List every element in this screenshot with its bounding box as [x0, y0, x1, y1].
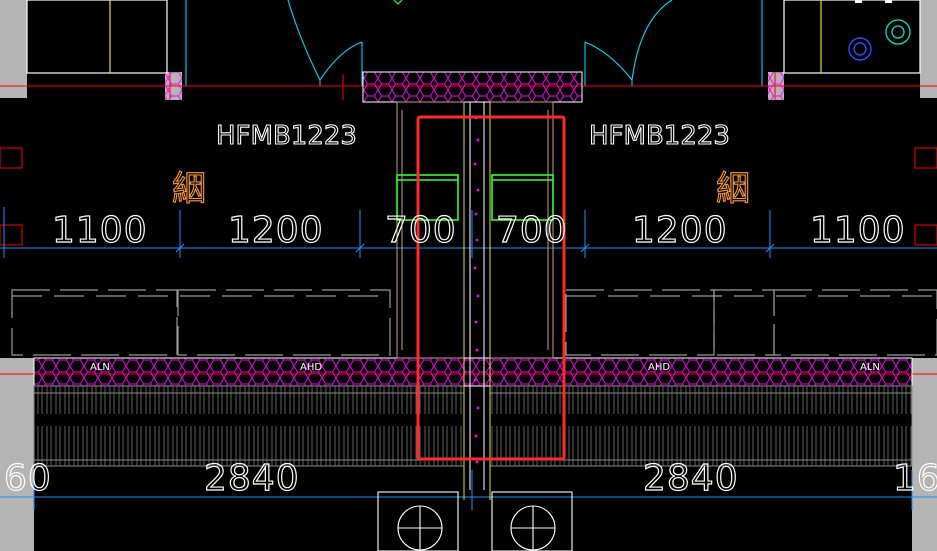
upper-room-outlines: [26, 0, 921, 74]
green-window-frames: [396, 174, 554, 221]
dimension-700-left: 700: [385, 210, 457, 251]
dimension-2840-left: 2840: [204, 458, 300, 499]
fixture-symbols: [848, 0, 911, 61]
wall-insulation-band: [33, 357, 913, 387]
north-pointer-icon: [393, 0, 403, 5]
radiator-panels: [33, 385, 913, 467]
dimension-line-bottom: [0, 470, 937, 510]
top-insulation-hatch: [165, 71, 784, 103]
central-shaft: [396, 101, 554, 500]
dimension-1100-right: 1100: [810, 210, 906, 251]
wall-tag-2: AHD: [300, 362, 322, 373]
bottom-fixtures: [377, 491, 573, 551]
orange-mark-left: 絪: [172, 169, 206, 209]
dimension-partial-left: 60: [4, 458, 52, 499]
dimension-line-top: [0, 207, 937, 258]
dimension-1100-left: 1100: [52, 210, 148, 251]
orange-mark-right: 絪: [716, 169, 750, 209]
wall-tag-1: ALN: [90, 362, 110, 373]
door-swings: [185, 0, 763, 86]
wall-tag-4: ALN: [860, 362, 880, 373]
door-label-right: HFMB1223: [589, 121, 730, 151]
selection-box[interactable]: [416, 115, 566, 461]
dimension-2840-right: 2840: [643, 458, 739, 499]
dimension-1200-right: 1200: [632, 210, 728, 251]
dimension-1200-left: 1200: [228, 210, 324, 251]
door-label-left: HFMB1223: [216, 121, 357, 151]
dimension-700-right: 700: [496, 210, 568, 251]
wall-tag-3: AHD: [648, 362, 670, 373]
furniture-outlines: [11, 289, 937, 356]
dimension-partial-right: 16: [893, 458, 937, 499]
